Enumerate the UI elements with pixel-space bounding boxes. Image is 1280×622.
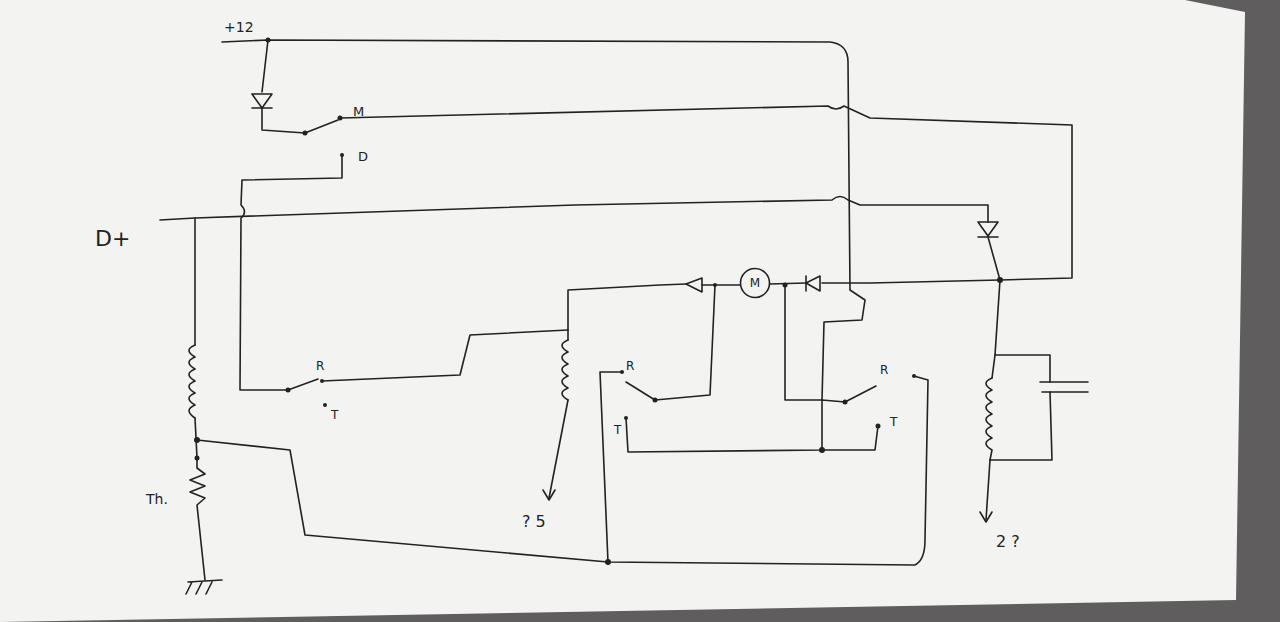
terminal-label: R xyxy=(316,360,324,372)
paper-sheet xyxy=(0,0,1245,622)
terminal-label: 2 ? xyxy=(996,534,1020,550)
terminal-label: Th. xyxy=(146,492,168,506)
terminal-label: T xyxy=(890,416,897,428)
junction-dots xyxy=(194,38,1003,566)
terminal-label: R xyxy=(626,360,634,372)
motor-letter: M xyxy=(750,277,760,289)
wires xyxy=(160,40,1088,594)
terminal-label: R xyxy=(880,364,888,376)
terminal-label: M xyxy=(353,105,364,118)
motor-symbol: M xyxy=(739,267,771,299)
terminal-label: D+ xyxy=(95,228,130,250)
terminal-label: D xyxy=(358,150,368,163)
terminal-label: T xyxy=(331,409,338,421)
terminal-label: ? 5 xyxy=(522,514,546,530)
terminal-label: +12 xyxy=(224,20,254,34)
terminal-label: T xyxy=(614,424,621,436)
